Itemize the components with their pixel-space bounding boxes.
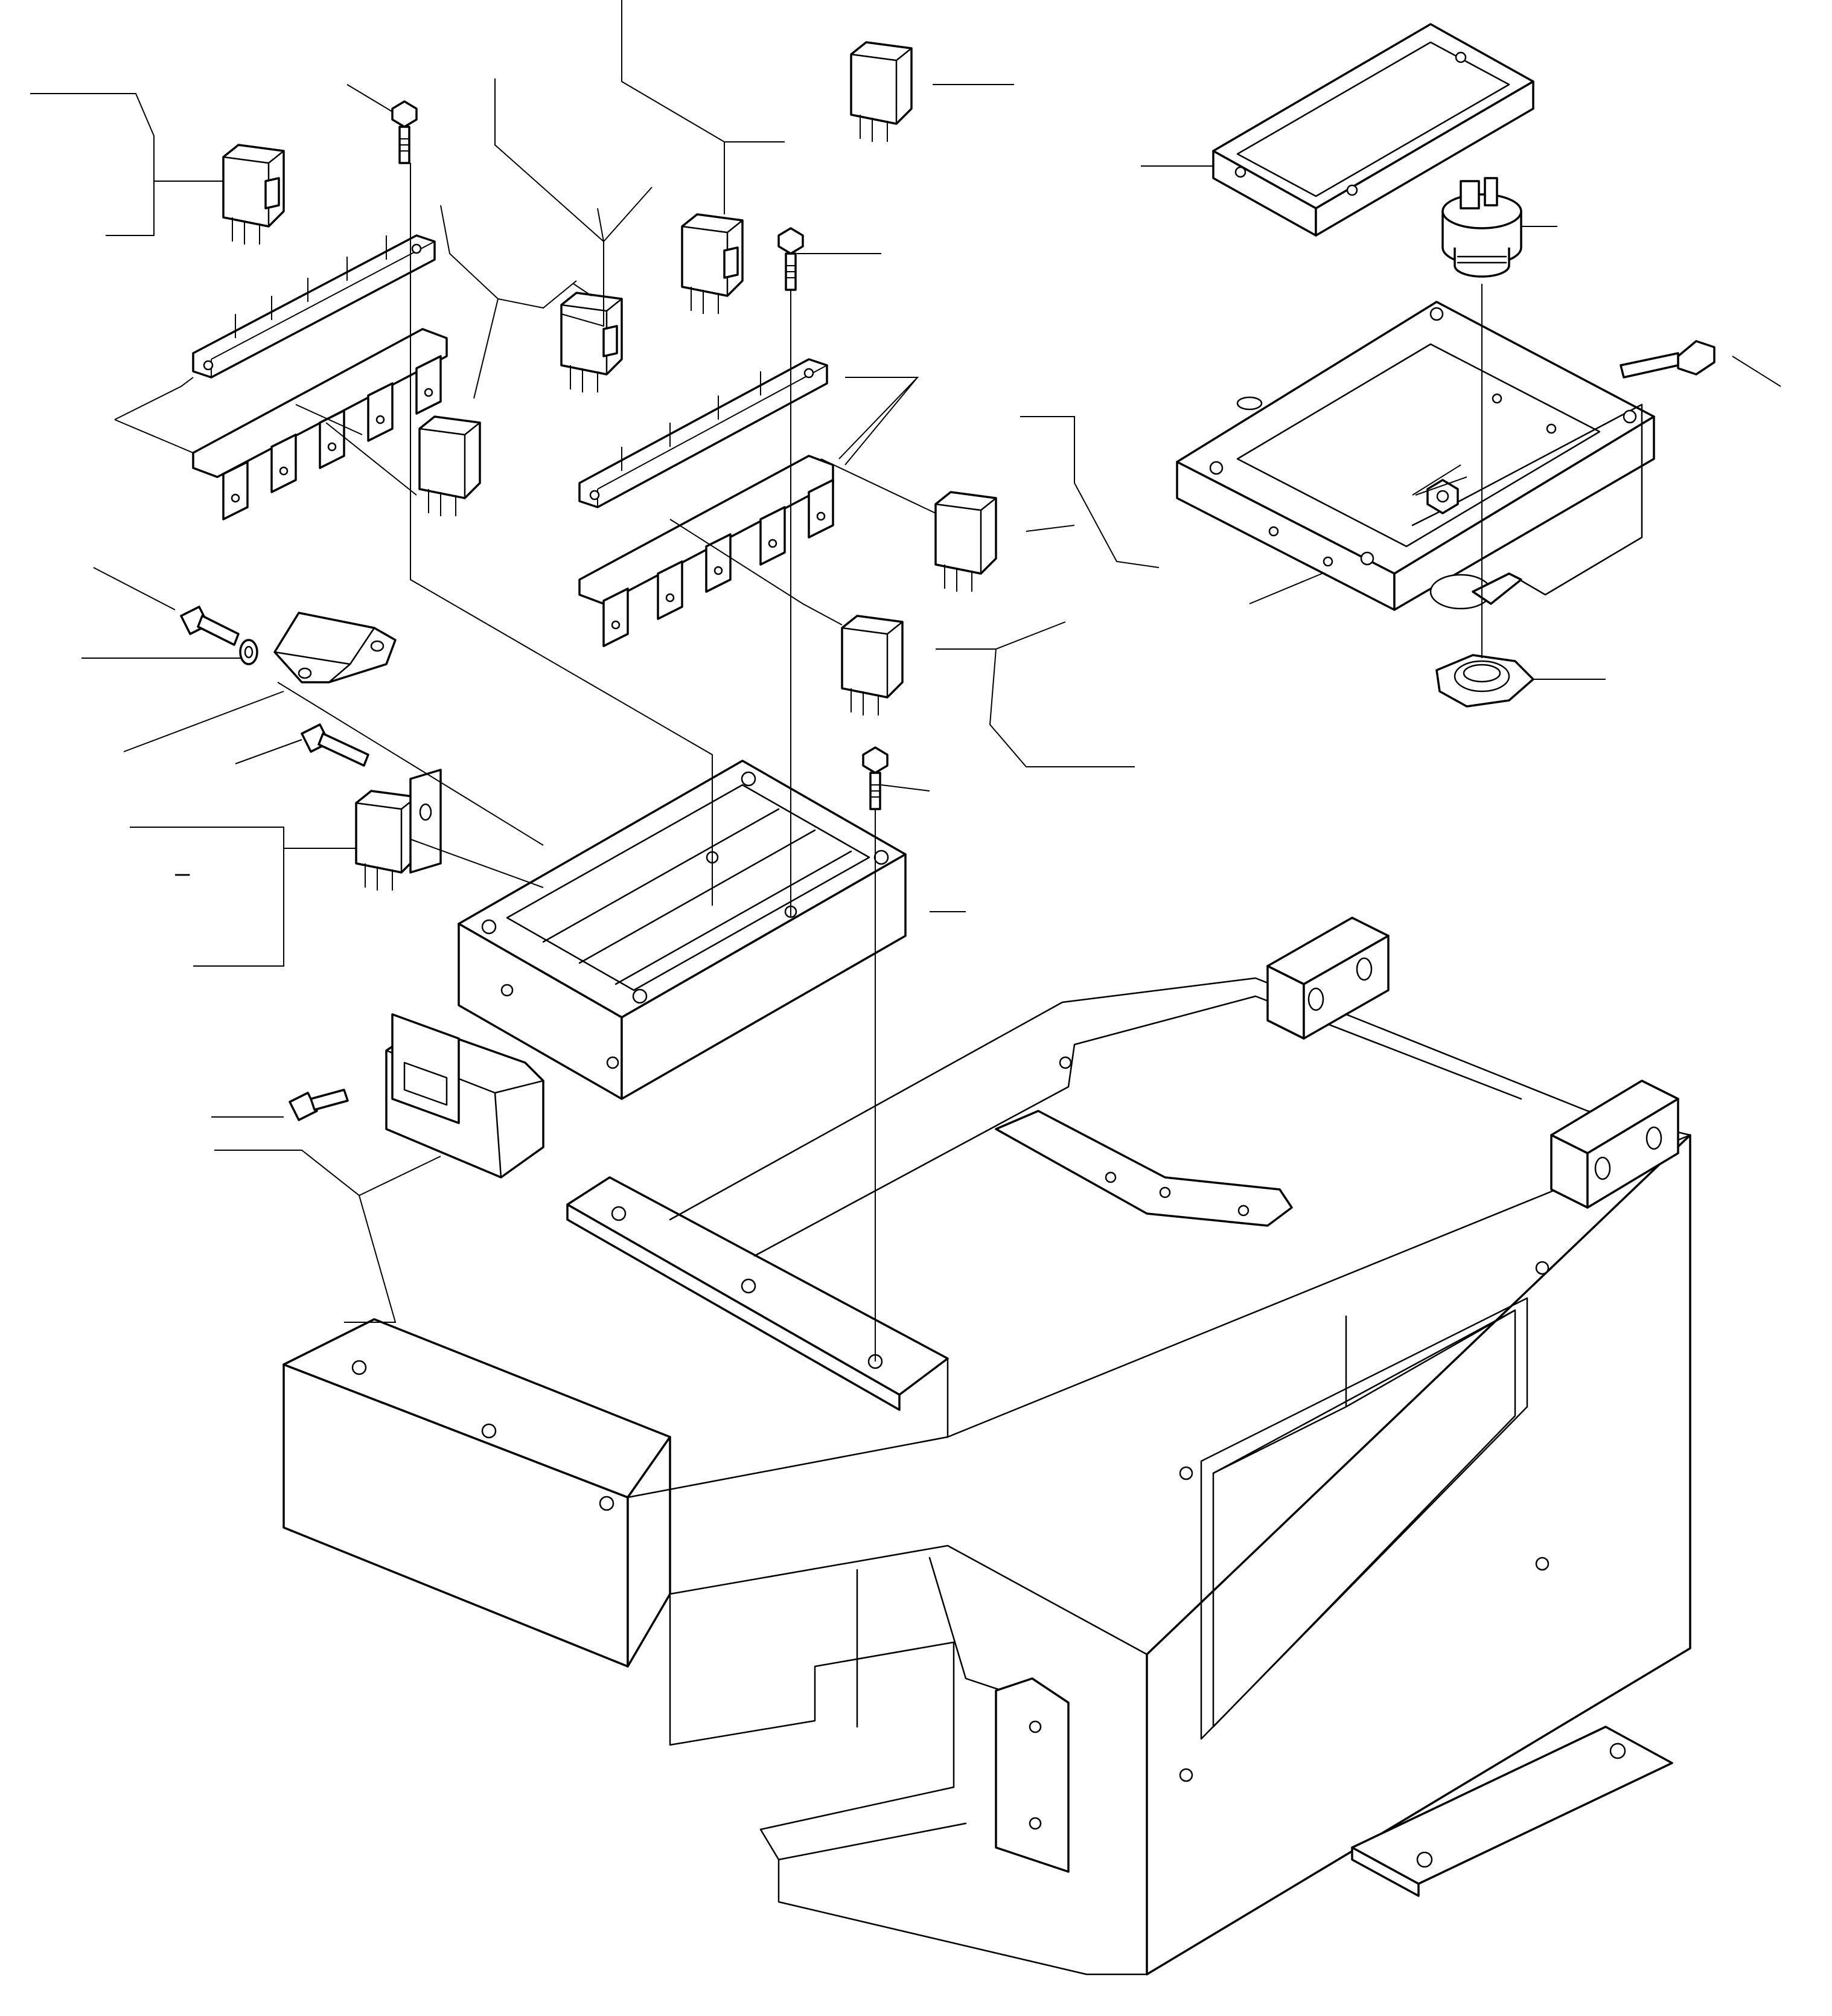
bolt-angled — [289, 1089, 349, 1121]
center-fuse-box — [458, 760, 907, 1100]
relay — [355, 769, 442, 891]
bolt-angled — [301, 723, 369, 767]
washer — [239, 639, 258, 665]
leader-lines — [30, 0, 1781, 1362]
bolt — [391, 100, 418, 164]
relay — [222, 144, 285, 245]
relay — [681, 213, 744, 314]
top-right-cover — [1212, 23, 1534, 237]
bolt — [862, 746, 889, 810]
flasher-unit — [385, 1013, 544, 1179]
bolt — [777, 227, 804, 291]
relay — [934, 491, 997, 592]
large-hex-nut — [1435, 654, 1534, 708]
relay — [418, 415, 481, 516]
top-right-box — [1176, 301, 1655, 611]
relays — [222, 41, 997, 891]
resistor-block — [273, 612, 397, 683]
cylinder-switch — [1441, 177, 1522, 278]
mark-dash: – — [175, 858, 190, 888]
bolt-angled — [1620, 340, 1716, 379]
main-frame — [282, 917, 1691, 1976]
relay — [850, 41, 913, 142]
bolt-angled — [180, 606, 240, 646]
relay — [841, 615, 904, 715]
bolts — [180, 100, 1716, 1121]
fuse-strips — [192, 234, 834, 647]
relay — [560, 292, 623, 392]
